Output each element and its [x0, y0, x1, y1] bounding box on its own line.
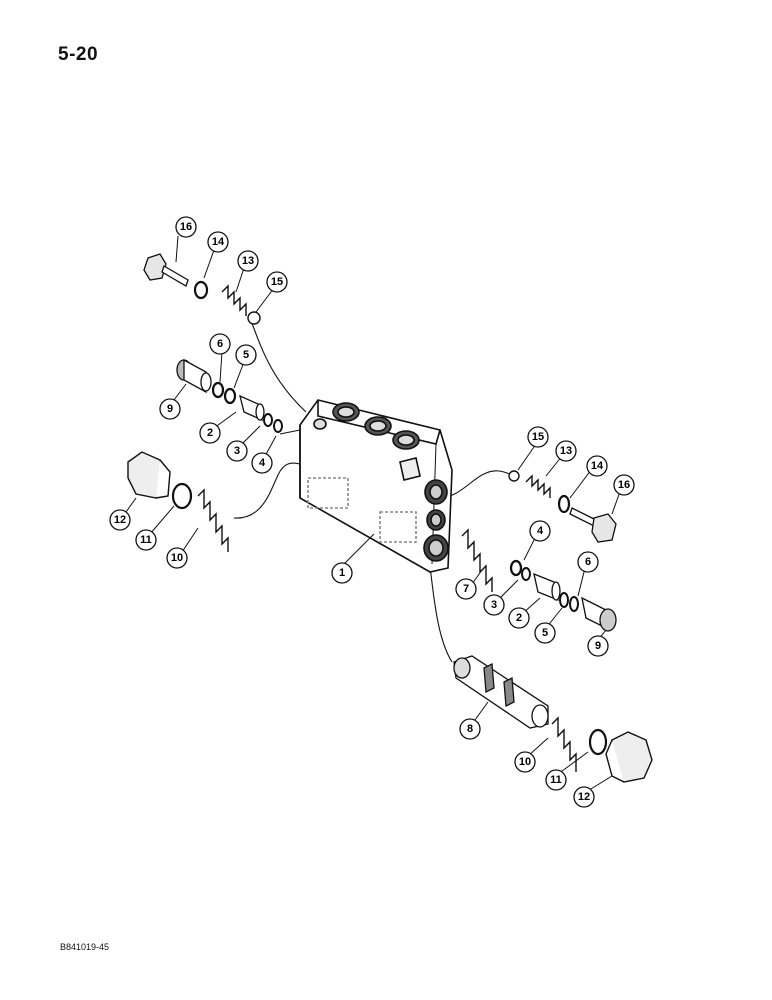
callout-2-right: 2 — [508, 607, 530, 629]
callout-6-left: 6 — [209, 333, 231, 355]
o-ring-6-right — [569, 596, 579, 612]
spring-7 — [461, 528, 493, 592]
callout-6-right: 6 — [577, 551, 599, 573]
callout-label: 11 — [140, 534, 152, 546]
callout-label: 12 — [114, 514, 126, 526]
page-number: 5-20 — [58, 44, 99, 65]
callout-15-right: 15 — [527, 426, 549, 448]
o-ring-6-left — [211, 381, 225, 399]
o-ring-14-left — [193, 280, 209, 300]
spool-8 — [453, 655, 549, 729]
callout-label: 2 — [516, 612, 522, 624]
callout-13-left: 13 — [237, 250, 259, 272]
plug-16-right — [569, 507, 617, 543]
callout-label: 13 — [560, 445, 572, 457]
plug-9-left — [176, 358, 212, 394]
callout-label: 14 — [212, 236, 225, 248]
callout-label: 13 — [242, 255, 254, 267]
callout-label: 5 — [243, 349, 249, 361]
guide-lines — [233, 317, 511, 663]
callout-label: 15 — [271, 276, 283, 288]
o-ring-4-left — [273, 419, 283, 433]
o-ring-11-left — [171, 482, 193, 510]
callout-label: 4 — [537, 525, 544, 537]
callout-label: 2 — [207, 427, 213, 439]
callout-label: 1 — [339, 567, 345, 579]
o-ring-11-right — [588, 728, 608, 756]
callout-8: 8 — [459, 718, 481, 740]
o-ring-5-left — [223, 387, 237, 405]
spring-10-right — [551, 716, 577, 772]
callout-label: 11 — [550, 774, 562, 786]
poppet-2-right — [533, 572, 561, 602]
callout-label: 16 — [618, 479, 630, 491]
callout-12-right: 12 — [573, 786, 595, 808]
callout-2-left: 2 — [199, 422, 221, 444]
callout-15-left: 15 — [266, 271, 288, 293]
callout-12-left: 12 — [109, 509, 131, 531]
callout-14-right: 14 — [586, 455, 608, 477]
callout-1: 1 — [331, 562, 353, 584]
cap-12-left — [127, 451, 171, 499]
callout-label: 14 — [591, 460, 604, 472]
spring-13-left — [221, 284, 247, 316]
callout-9-right: 9 — [587, 635, 609, 657]
callout-3-left: 3 — [226, 440, 248, 462]
washer-3-left — [263, 413, 273, 427]
callout-label: 6 — [585, 556, 591, 568]
spring-13-right — [525, 474, 551, 498]
cap-12-right — [605, 731, 653, 783]
callout-label: 15 — [532, 431, 544, 443]
callout-label: 10 — [519, 756, 531, 768]
callout-label: 3 — [491, 599, 497, 611]
o-ring-14-right — [557, 494, 571, 514]
plug-9-right — [581, 596, 617, 632]
figure-code: B841019-45 — [60, 942, 110, 952]
callout-label: 10 — [171, 552, 183, 564]
valve-body — [299, 399, 453, 573]
ball-15-right — [508, 470, 520, 482]
spring-10-left — [197, 488, 229, 552]
callout-label: 7 — [463, 583, 469, 595]
callout-13-right: 13 — [555, 440, 577, 462]
callout-label: 9 — [595, 640, 601, 652]
callout-9-left: 9 — [159, 398, 181, 420]
o-ring-4-right — [509, 559, 523, 577]
callout-label: 16 — [180, 221, 192, 233]
callout-3-right: 3 — [483, 594, 505, 616]
callout-5-left: 5 — [235, 344, 257, 366]
callout-4-right: 4 — [529, 520, 551, 542]
callout-4-left: 4 — [251, 452, 273, 474]
callout-11-right: 11 — [545, 769, 567, 791]
callout-10-right: 10 — [514, 751, 536, 773]
poppet-2-left — [239, 394, 265, 422]
callout-label: 12 — [578, 791, 590, 803]
callout-label: 4 — [259, 457, 266, 469]
callout-16-left: 16 — [175, 216, 197, 238]
callout-11-left: 11 — [135, 529, 157, 551]
callout-label: 6 — [217, 338, 223, 350]
callout-label: 5 — [542, 627, 548, 639]
callout-14-left: 14 — [207, 231, 229, 253]
plug-16-left — [143, 253, 189, 287]
callout-10-left: 10 — [166, 547, 188, 569]
washer-3-right — [521, 567, 531, 581]
o-ring-5-right — [559, 592, 569, 608]
callout-7: 7 — [455, 578, 477, 600]
callout-label: 8 — [467, 723, 473, 735]
callout-label: 9 — [167, 403, 173, 415]
callout-16-right: 16 — [613, 474, 635, 496]
callouts: 16 14 13 15 6 5 9 2 3 4 12 11 10 1 15 13… — [109, 216, 635, 808]
callout-label: 3 — [234, 445, 240, 457]
ball-15-left — [247, 311, 261, 325]
callout-5-right: 5 — [534, 622, 556, 644]
